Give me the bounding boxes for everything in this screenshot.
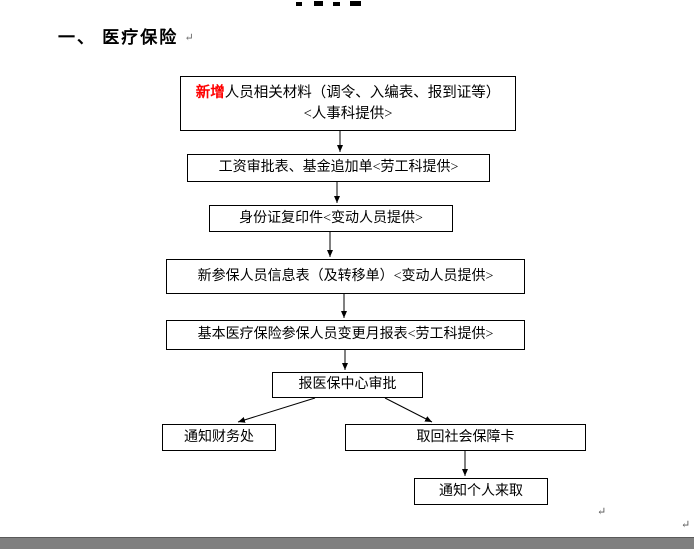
- section-heading: 一、 医疗保险 ↵: [58, 23, 194, 48]
- flow-node-text: 通知个人来取: [439, 483, 523, 499]
- flow-node-new-staff-materials: 新增人员相关材料（调令、入编表、报到证等） <人事科提供>: [180, 76, 516, 131]
- flow-node-salary-approval-form: 工资审批表、基金追加单<劳工科提供>: [187, 154, 490, 182]
- clipped-text-fragment: [350, 1, 361, 6]
- paragraph-return-mark: ↵: [681, 519, 691, 531]
- flow-node-text: 工资审批表、基金追加单<劳工科提供>: [218, 160, 459, 176]
- clipped-text-fragment: [333, 2, 340, 6]
- clipped-text-fragment: [314, 1, 323, 6]
- flow-node-text: 取回社会保障卡: [416, 429, 515, 445]
- flow-node-text: 新参保人员信息表（及转移单）<变动人员提供>: [197, 268, 494, 284]
- flow-node-notify-finance: 通知财务处: [162, 424, 276, 451]
- flow-node-id-card-copy: 身份证复印件<变动人员提供>: [209, 205, 453, 232]
- flow-node-text: 人员相关材料（调令、入编表、报到证等）: [224, 85, 501, 102]
- section-heading-text: 一、 医疗保险: [58, 28, 179, 47]
- flow-node-insured-info-form: 新参保人员信息表（及转移单）<变动人员提供>: [166, 259, 525, 294]
- paragraph-return-mark: ↵: [597, 506, 607, 518]
- flow-arrow: [384, 397, 433, 423]
- flow-node-notify-individual: 通知个人来取: [414, 478, 548, 505]
- flow-node-monthly-change-report: 基本医疗保险参保人员变更月报表<劳工科提供>: [166, 320, 525, 350]
- paragraph-return-mark: ↵: [184, 32, 194, 44]
- flow-node-text: 身份证复印件<变动人员提供>: [239, 210, 423, 226]
- flow-node-highlight: 新增: [195, 85, 225, 102]
- flow-node-text: 报医保中心审批: [298, 377, 397, 393]
- flow-node-text: 基本医疗保险参保人员变更月报表<劳工科提供>: [197, 327, 494, 343]
- flow-node-line1: 新增人员相关材料（调令、入编表、报到证等）: [196, 83, 501, 103]
- flow-node-text: 通知财务处: [184, 429, 254, 445]
- page-edge-strip: [0, 537, 694, 549]
- clipped-text-fragment: [296, 2, 302, 6]
- flow-arrow: [237, 397, 316, 423]
- flow-node-line2: <人事科提供>: [303, 105, 393, 122]
- flow-node-report-to-medical-center: 报医保中心审批: [272, 372, 423, 398]
- flow-node-retrieve-social-security-card: 取回社会保障卡: [345, 424, 586, 451]
